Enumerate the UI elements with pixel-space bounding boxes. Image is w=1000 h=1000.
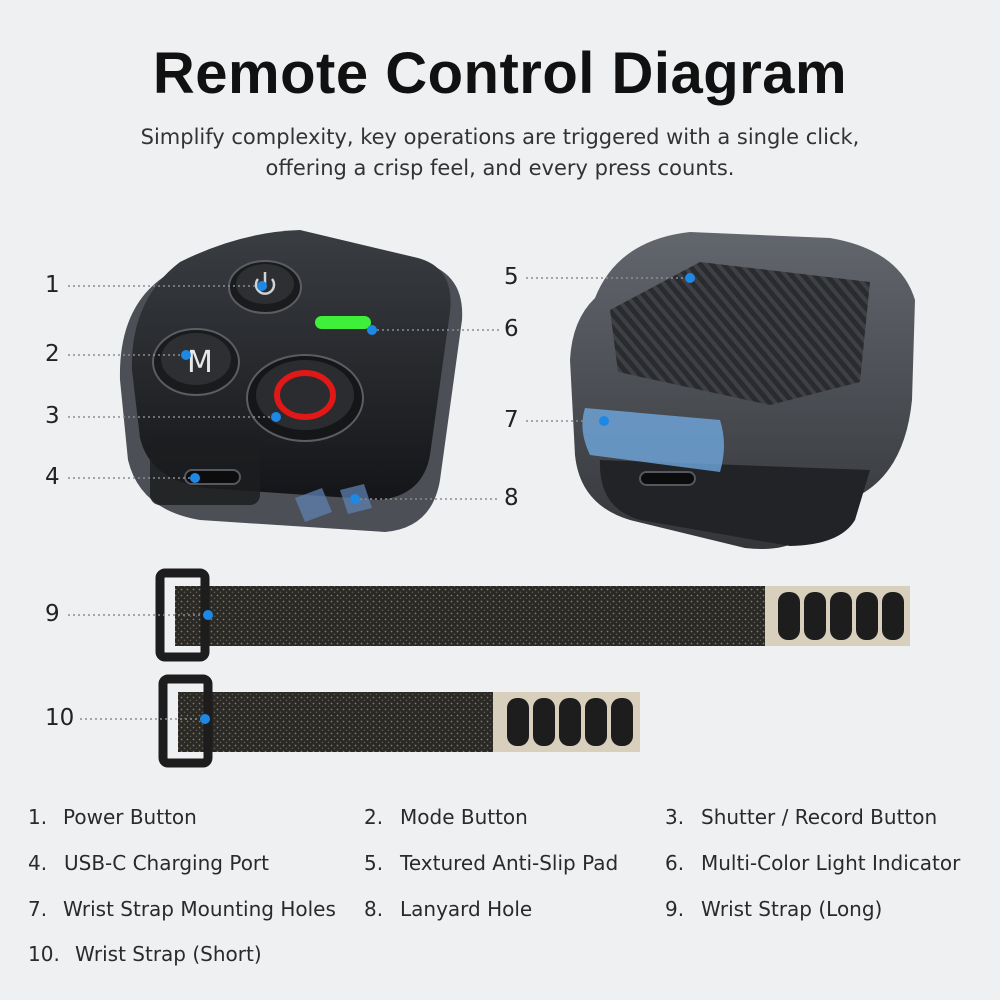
- callout-number-3: 3: [45, 403, 60, 429]
- callout-number-8: 8: [504, 485, 519, 511]
- subtitle-line-2: offering a crisp feel, and every press c…: [265, 156, 735, 180]
- legend-item-7: 7.Wrist Strap Mounting Holes: [28, 897, 336, 921]
- marker-dot-2: [181, 350, 191, 360]
- marker-dot-5: [685, 273, 695, 283]
- callout-number-5: 5: [504, 264, 519, 290]
- light-indicator: [315, 316, 371, 329]
- shutter-button: [246, 354, 364, 442]
- callout-number-9: 9: [45, 601, 60, 627]
- callout-number-6: 6: [504, 316, 519, 342]
- marker-dot-3: [271, 412, 281, 422]
- marker-dot-4: [190, 473, 200, 483]
- legend-item-8: 8.Lanyard Hole: [364, 897, 533, 921]
- callout-leaders: [68, 277, 690, 720]
- mode-button-glyph: M: [187, 345, 213, 380]
- marker-dot-9: [203, 610, 213, 620]
- anti-slip-pad: [610, 262, 870, 405]
- marker-dot-1: [257, 281, 267, 291]
- mode-button: M: [152, 328, 240, 396]
- callout-dots: [181, 273, 695, 724]
- legend-item-6: 6.Multi-Color Light Indicator: [665, 851, 961, 875]
- remote-front-view: M: [119, 230, 463, 532]
- callout-number-7: 7: [504, 407, 519, 433]
- callout-number-2: 2: [45, 341, 60, 367]
- legend-item-1: 1.Power Button: [28, 805, 197, 829]
- legend-item-3: 3.Shutter / Record Button: [665, 805, 938, 829]
- callout-number-10: 10: [45, 705, 75, 731]
- marker-dot-10: [200, 714, 210, 724]
- wrist-strap-short: [158, 674, 640, 768]
- remote-back-view: [570, 232, 915, 549]
- page-title: Remote Control Diagram: [152, 41, 848, 106]
- wrist-strap-long: [155, 568, 910, 662]
- callout-number-4: 4: [45, 464, 60, 490]
- marker-dot-6: [367, 325, 377, 335]
- page-subtitle: Simplify complexity, key operations are …: [0, 122, 1000, 184]
- legend-item-10: 10.Wrist Strap (Short): [28, 942, 262, 966]
- marker-dot-8: [350, 494, 360, 504]
- marker-dot-7: [599, 416, 609, 426]
- strap-mounting-hole: [582, 408, 724, 472]
- record-icon: [274, 370, 336, 420]
- legend-item-9: 9.Wrist Strap (Long): [665, 897, 883, 921]
- legend-item-4: 4.USB-C Charging Port: [28, 851, 269, 875]
- legend-item-5: 5.Textured Anti-Slip Pad: [364, 851, 619, 875]
- subtitle-line-1: Simplify complexity, key operations are …: [140, 125, 860, 149]
- callout-number-1: 1: [45, 272, 60, 298]
- legend-item-2: 2.Mode Button: [364, 805, 528, 829]
